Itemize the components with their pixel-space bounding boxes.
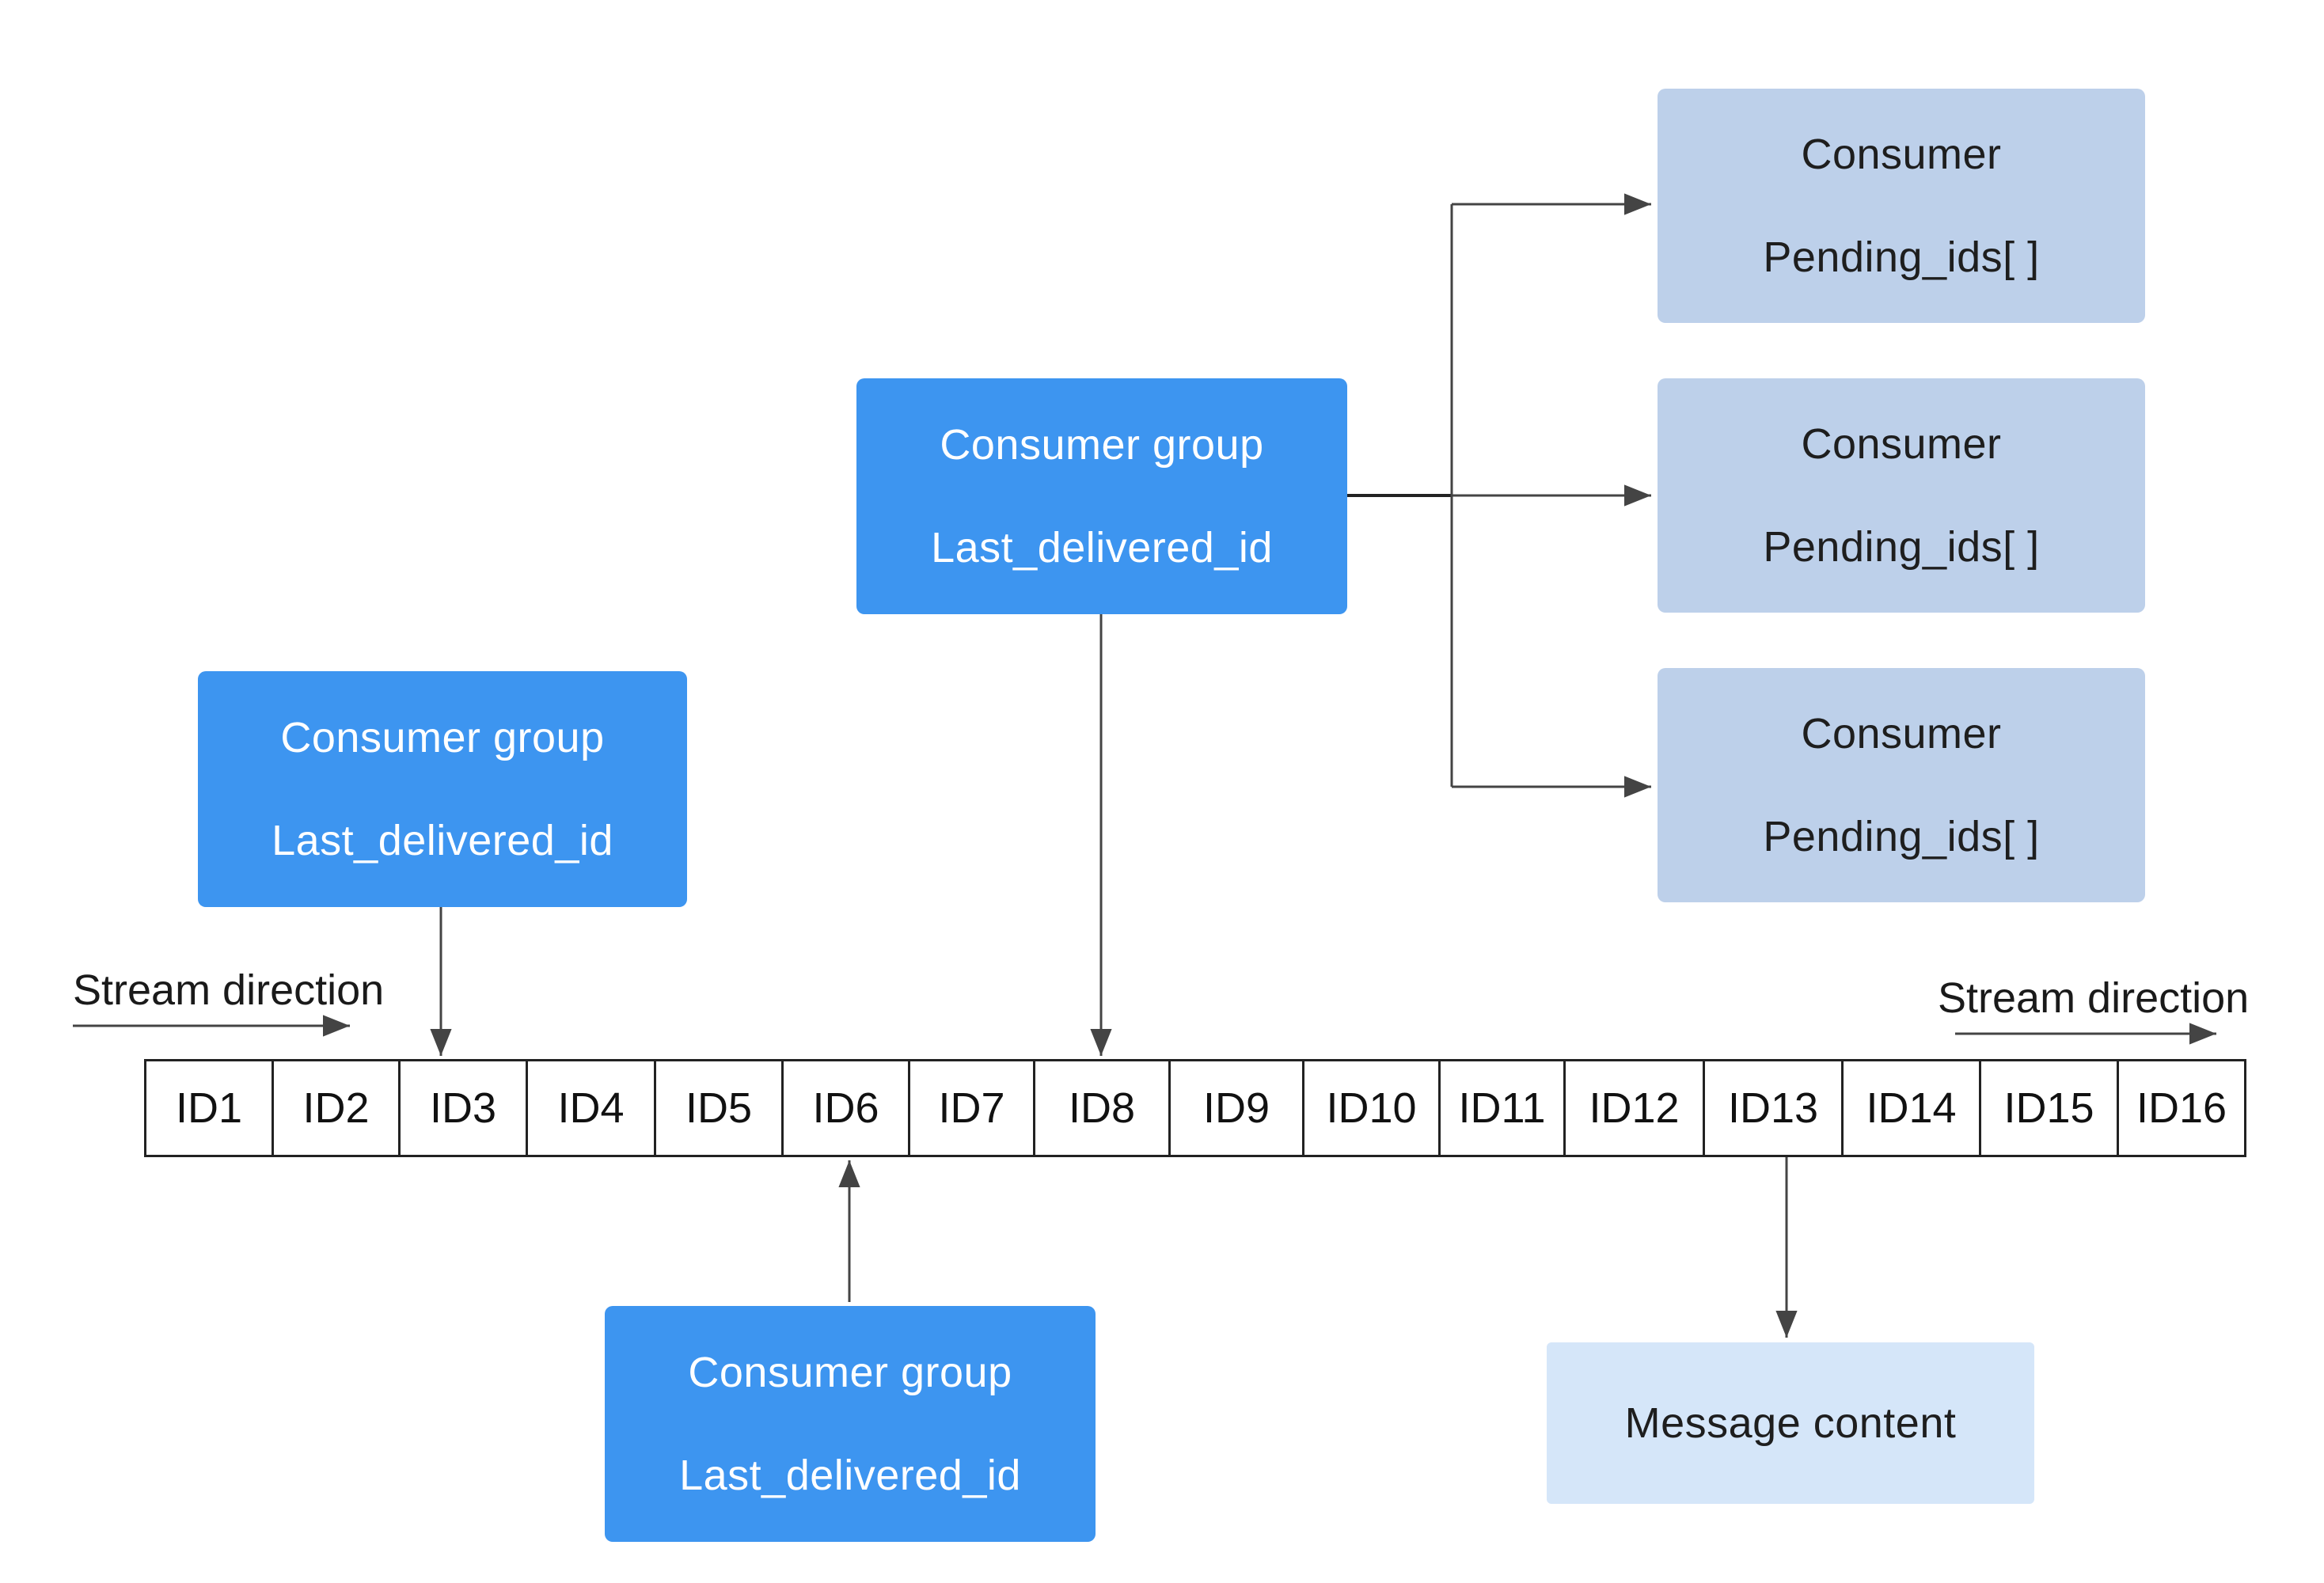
stream-cell: ID2 <box>272 1061 398 1155</box>
stream-cell: ID3 <box>398 1061 526 1155</box>
consumer-group-title: Consumer group <box>688 1349 1012 1396</box>
message-content-box: Message content <box>1547 1342 2034 1504</box>
stream-cell: ID12 <box>1563 1061 1703 1155</box>
stream-cell: ID8 <box>1033 1061 1168 1155</box>
stream-cell: ID5 <box>654 1061 781 1155</box>
consumer-group-bottom: Consumer group Last_delivered_id <box>605 1306 1096 1542</box>
consumer-box-3: Consumer Pending_ids[ ] <box>1658 668 2145 902</box>
stream-direction-label-left: Stream direction <box>73 966 385 1014</box>
consumer-group-field: Last_delivered_id <box>272 817 613 864</box>
message-content-label: Message content <box>1624 1399 1957 1447</box>
consumer-pending-ids: Pending_ids[ ] <box>1763 233 2040 281</box>
consumer-group-left: Consumer group Last_delivered_id <box>198 671 687 907</box>
consumer-group-top: Consumer group Last_delivered_id <box>856 378 1347 614</box>
stream-cell: ID7 <box>908 1061 1033 1155</box>
stream-cell: ID13 <box>1703 1061 1841 1155</box>
stream-cell: ID11 <box>1438 1061 1563 1155</box>
consumer-group-title: Consumer group <box>940 421 1264 469</box>
consumer-pending-ids: Pending_ids[ ] <box>1763 813 2040 860</box>
stream-cell: ID1 <box>175 1084 243 1132</box>
stream-cell: ID9 <box>1168 1061 1302 1155</box>
stream-cell: ID10 <box>1302 1061 1438 1155</box>
consumer-group-field: Last_delivered_id <box>679 1452 1021 1499</box>
consumer-title: Consumer <box>1801 420 2002 468</box>
consumer-group-title: Consumer group <box>280 714 605 761</box>
consumer-group-field: Last_delivered_id <box>931 524 1273 571</box>
stream-cell: ID15 <box>1979 1061 2117 1155</box>
consumer-box-1: Consumer Pending_ids[ ] <box>1658 89 2145 323</box>
stream-cell: ID14 <box>1841 1061 1979 1155</box>
consumer-pending-ids: Pending_ids[ ] <box>1763 523 2040 571</box>
consumer-title: Consumer <box>1801 131 2002 178</box>
stream-cell: ID16 <box>2117 1061 2244 1155</box>
stream-direction-label-right: Stream direction <box>1938 974 2250 1022</box>
consumer-title: Consumer <box>1801 710 2002 757</box>
consumer-box-2: Consumer Pending_ids[ ] <box>1658 378 2145 613</box>
stream-cell: ID4 <box>526 1061 654 1155</box>
stream-id-row: ID1 ID2 ID3 ID4 ID5 ID6 ID7 ID8 ID9 ID10… <box>144 1059 2246 1157</box>
stream-cell: ID6 <box>781 1061 908 1155</box>
